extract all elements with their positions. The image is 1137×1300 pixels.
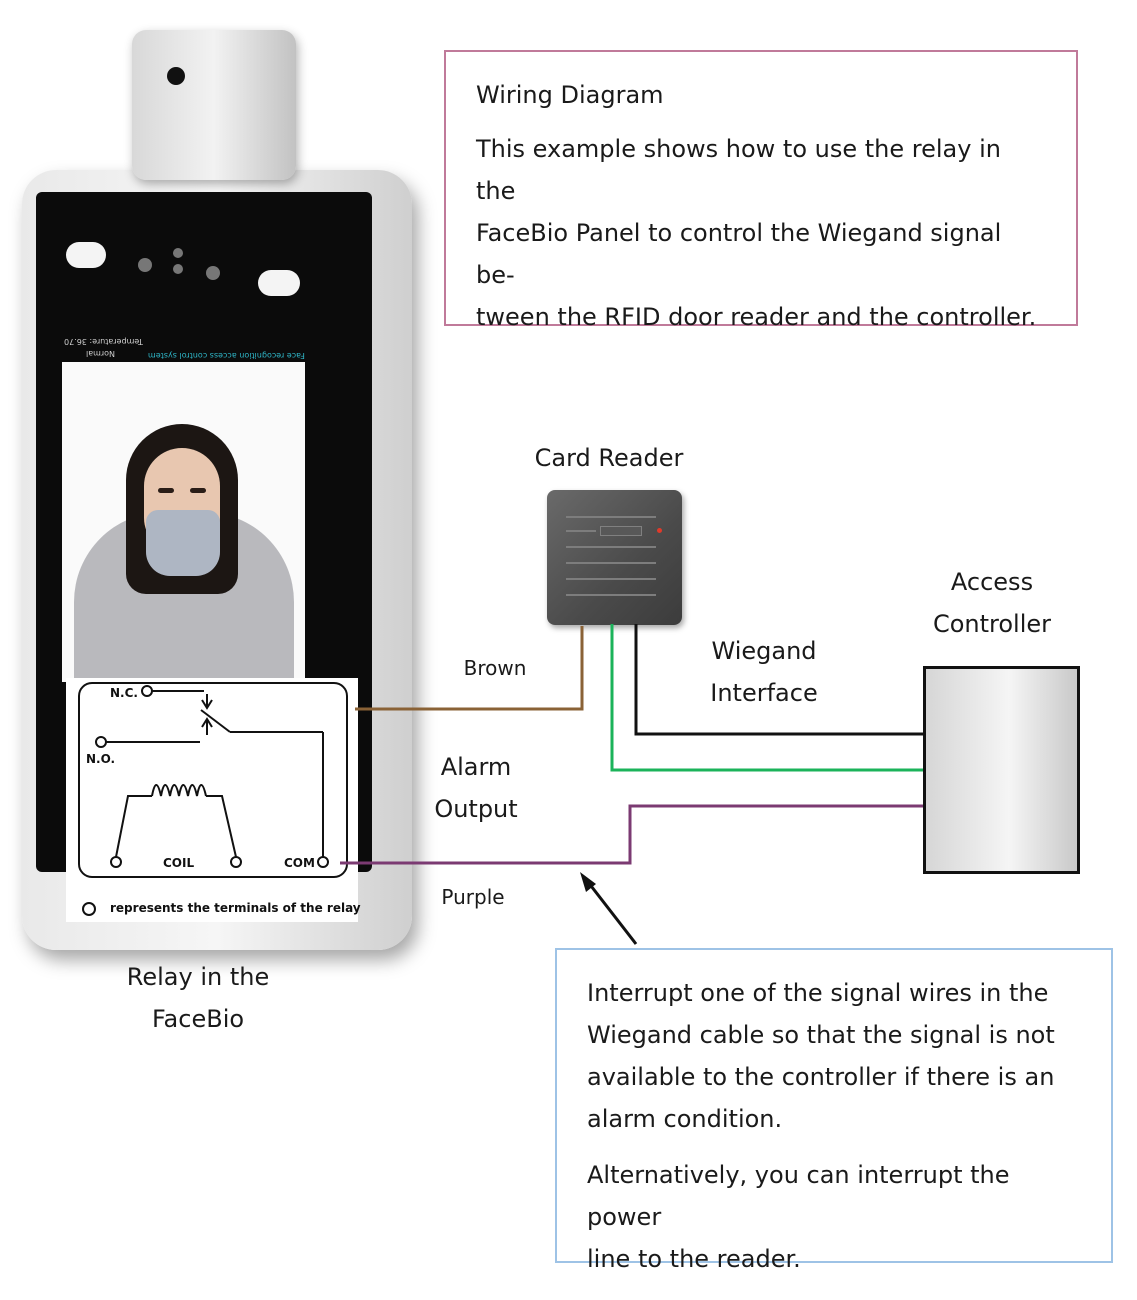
device-caption: Relay in the FaceBio [108, 956, 288, 1040]
reader-grille [566, 546, 656, 548]
card-reader-label: Card Reader [534, 444, 684, 472]
wiegand-interface-label-line: Wiegand [711, 637, 817, 665]
camera-lens-icon [167, 67, 185, 85]
wiegand-interface-label: Wiegand Interface [690, 630, 838, 714]
purple-wire-label: Purple [441, 885, 505, 909]
device-caption-line: FaceBio [151, 1005, 245, 1033]
reader-grille [566, 530, 596, 532]
green-wire [610, 624, 923, 772]
ir-led-icon [206, 266, 220, 280]
wiegand-interface-label-line: Interface [710, 679, 818, 707]
note-line: available to the controller if there is … [587, 1063, 1055, 1091]
person-eye [158, 488, 174, 493]
note-line: alarm condition. [587, 1105, 783, 1133]
access-controller-label: Access Controller [912, 561, 1072, 645]
person-eye [190, 488, 206, 493]
note-paragraph: Interrupt one of the signal wires in the… [587, 972, 1081, 1140]
reader-grille [566, 562, 656, 564]
face-mask [146, 510, 220, 576]
reader-grille [566, 594, 656, 596]
reader-logo [600, 526, 642, 536]
note-line: line to the reader. [587, 1245, 801, 1273]
terminal-circle-icon [82, 902, 96, 916]
info-line: This example shows how to use the relay … [476, 135, 1001, 205]
relay-legend: represents the terminals of the relay [110, 901, 361, 915]
alarm-output-label: Alarm Output [418, 746, 534, 830]
reader-grille [566, 516, 656, 518]
thermal-camera-module [132, 30, 296, 180]
relay-schematic [78, 682, 348, 878]
device-caption-line: Relay in the [126, 963, 270, 991]
brown-wire [355, 626, 584, 711]
camera-dot-icon [173, 264, 183, 274]
note-line: Alternatively, you can interrupt the pow… [587, 1161, 1010, 1231]
camera-dot-icon [173, 248, 183, 258]
relay-coil-label: COIL [163, 856, 195, 870]
purple-wire [340, 804, 923, 865]
sensor-left-icon [66, 242, 106, 268]
black-wire [634, 624, 923, 736]
reader-led-icon [657, 528, 662, 533]
sensor-right-icon [258, 270, 300, 296]
info-title: Wiring Diagram [476, 81, 664, 109]
note-line: Interrupt one of the signal wires in the [587, 979, 1049, 1007]
info-line: FaceBio Panel to control the Wiegand sig… [476, 219, 1002, 289]
relay-com-label: COM [284, 856, 315, 870]
relay-nc-label: N.C. [110, 686, 138, 700]
access-controller-icon [923, 666, 1080, 874]
note-paragraph: Alternatively, you can interrupt the pow… [587, 1154, 1081, 1280]
pointer-arrow-icon [580, 872, 638, 945]
info-box: Wiring Diagram This example shows how to… [444, 50, 1078, 331]
brown-wire-label: Brown [463, 656, 527, 680]
relay-no-label: N.O. [86, 752, 116, 766]
note-box: Interrupt one of the signal wires in the… [555, 948, 1113, 1273]
access-controller-label-line: Access [950, 568, 1034, 596]
note-line: Wiegand cable so that the signal is not [587, 1021, 1055, 1049]
ir-led-icon [138, 258, 152, 272]
face-photo [62, 362, 305, 682]
card-reader-icon [547, 490, 682, 625]
alarm-output-label-line: Output [434, 795, 518, 823]
reader-grille [566, 578, 656, 580]
info-line: tween the RFID door reader and the contr… [476, 303, 1037, 331]
alarm-output-label-line: Alarm [440, 753, 512, 781]
info-text: This example shows how to use the relay … [476, 128, 1046, 338]
access-controller-label-line: Controller [932, 610, 1052, 638]
screen-header: Temperature: 36.70 Normal Face recogniti… [62, 330, 305, 362]
